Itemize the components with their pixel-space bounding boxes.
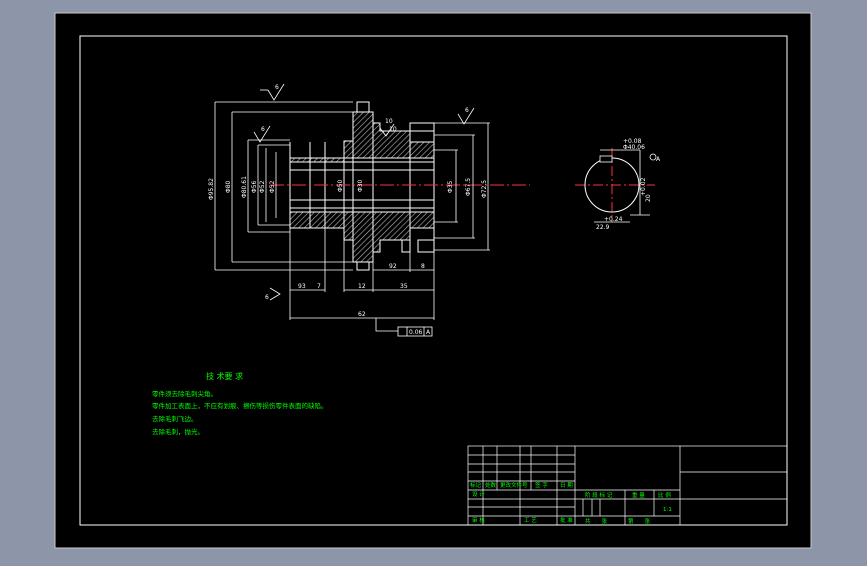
- left-dimension-texts: Φ95.82 Φ80 Φ80.61 Φ56 Φ52 Φ52 Φ50 Φ30: [208, 176, 364, 200]
- note-item: 去除毛刺，抛光。: [152, 427, 204, 436]
- dim-text: Φ56: [251, 180, 258, 193]
- roughness-value: 10: [385, 118, 393, 125]
- groove-lower: [401, 239, 411, 253]
- dim-text: Φ52: [269, 180, 276, 193]
- dim-text: Φ95.82: [208, 178, 215, 200]
- technical-notes: 技 术要 求 零件须去除毛刺尖角。 零件加工表面上，不应有划痕、擦伤等损伤零件表…: [152, 371, 328, 436]
- end-view-label: 20: [645, 194, 652, 202]
- tolerance-datum: A: [426, 329, 431, 336]
- dim-text: Φ50: [337, 179, 344, 192]
- end-view-label: +0.02: [640, 177, 647, 196]
- tb-label: 阶 段 标 记: [585, 491, 613, 499]
- tb-label: 设 计: [472, 490, 485, 498]
- roughness-value: 6: [261, 126, 265, 133]
- bottom-dimension-texts: 92 8 93 7 12 35 62: [298, 263, 425, 318]
- dim-text: 8: [421, 263, 425, 270]
- dim-text: Φ80.61: [241, 176, 248, 198]
- groove-upper: [409, 122, 435, 132]
- right-dimensions: [434, 122, 490, 251]
- end-view-label: 22.9: [596, 224, 610, 231]
- roughness-value: 6: [265, 294, 269, 301]
- tb-label: 日 期: [560, 482, 573, 489]
- tooth-top: [356, 101, 370, 113]
- tb-label: 标记: [470, 481, 482, 489]
- tb-label: 处数: [485, 481, 497, 489]
- end-view-dimensions: [594, 149, 650, 223]
- end-view-label: Φ40.06: [623, 144, 645, 151]
- end-view-label: +0.24: [604, 216, 623, 223]
- datum-circle: [649, 153, 657, 161]
- tolerance-value: 0.06: [409, 329, 423, 336]
- note-item: 去除毛刺飞边。: [152, 414, 198, 423]
- geometric-tolerance-frame: [375, 318, 433, 337]
- note-item: 零件须去除毛刺尖角。: [152, 389, 217, 398]
- dim-text: 35: [400, 283, 408, 290]
- dim-text: Φ80: [225, 180, 232, 193]
- tb-label: 批 准: [560, 516, 573, 524]
- end-view-label: A: [656, 156, 661, 163]
- tb-scale-value: 1:1: [663, 507, 672, 513]
- right-dimension-texts: Φ35 Φ67.5 Φ72.5 10: [389, 126, 488, 198]
- tb-label: 比 例: [658, 491, 671, 499]
- dim-text: 12: [358, 283, 366, 290]
- end-view[interactable]: +0.08 Φ40.06 A 20 +0.02 +0.24 22.9: [575, 138, 661, 231]
- roughness-symbols: [253, 83, 475, 301]
- dim-text: 92: [389, 263, 397, 270]
- dim-text: 62: [358, 311, 366, 318]
- dim-text: 7: [317, 283, 321, 290]
- roughness-texts: 6 6 6 6 10: [261, 84, 469, 301]
- notes-title: 技 术要 求: [206, 371, 243, 381]
- keyway: [599, 155, 613, 163]
- end-view-label: +0.08: [623, 138, 642, 145]
- left-dimensions: [214, 101, 353, 271]
- dim-text: 10: [389, 126, 397, 133]
- bottom-dimensions: [289, 228, 435, 320]
- drawing-border: [79, 35, 788, 526]
- tb-label: 签 字: [535, 481, 548, 489]
- drawing-sheet: [54, 12, 812, 549]
- tb-label: 更改文件号: [500, 481, 528, 489]
- tb-label: 共 张: [585, 517, 608, 525]
- dim-text: 93: [298, 283, 306, 290]
- title-block: [467, 445, 788, 526]
- dim-text: Φ52: [259, 180, 266, 193]
- dim-text: Φ72.5: [481, 180, 488, 198]
- note-item: 零件加工表面上，不应有划痕、擦伤等损伤零件表面的缺陷。: [152, 401, 328, 410]
- tb-label: 审 核: [472, 516, 485, 524]
- dim-text: Φ67.5: [465, 178, 472, 196]
- tb-label: 工 艺: [524, 517, 537, 524]
- roughness-value: 6: [465, 107, 469, 114]
- tooth-bottom: [356, 261, 370, 271]
- dim-text: Φ35: [447, 180, 454, 193]
- roughness-value: 6: [275, 84, 279, 91]
- tb-label: 第 张: [628, 517, 651, 525]
- dim-text: Φ30: [357, 179, 364, 192]
- tb-label: 重 量: [632, 491, 645, 499]
- title-block-texts: 标记 处数 更改文件号 签 字 日 期 设 计 阶 段 标 记 重 量 比 例 …: [470, 481, 672, 525]
